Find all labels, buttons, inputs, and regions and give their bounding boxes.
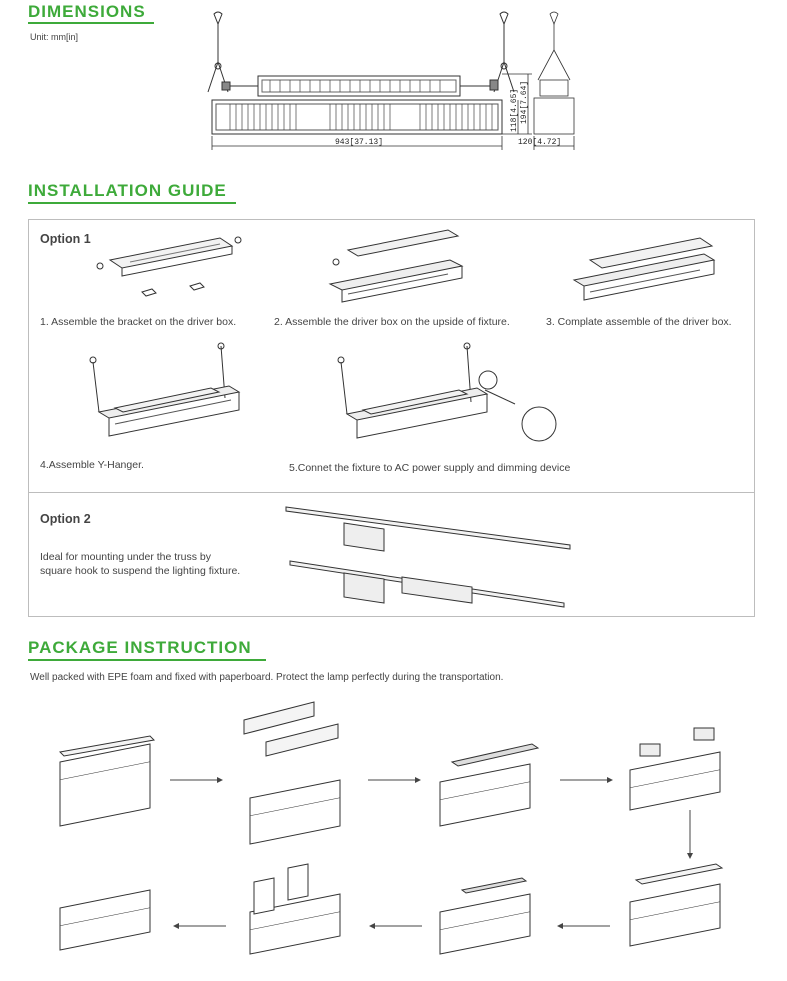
option2-panel <box>28 492 755 617</box>
dimension-drawing: 943[37.13] 118[4.65] 194[7.64] 120[4.72] <box>207 11 575 150</box>
dim-length: 943[37.13] <box>335 138 383 147</box>
option2-illustration <box>285 506 571 608</box>
package-title: PACKAGE INSTRUCTION <box>28 638 252 657</box>
step3-illustration <box>572 237 716 301</box>
dimensions-title: DIMENSIONS <box>28 2 146 21</box>
package-description: Well packed with EPE foam and fixed with… <box>30 672 504 683</box>
step1-caption: 1. Assemble the bracket on the driver bo… <box>40 316 237 328</box>
step5-illustration <box>337 342 557 442</box>
unit-label: Unit: mm[in] <box>30 32 79 42</box>
installation-underline <box>28 202 236 204</box>
step3-caption: 3. Complate assemble of the driver box. <box>546 316 732 328</box>
step5-caption: 5.Connet the fixture to AC power supply … <box>289 462 571 474</box>
step2-caption: 2. Assemble the driver box on the upside… <box>274 316 510 328</box>
dim-height-b: 194[7.64] <box>520 81 529 124</box>
dimensions-underline <box>28 22 154 24</box>
step2-illustration <box>328 229 464 303</box>
package-steps-illustration <box>58 701 724 955</box>
dim-height-a: 118[4.65] <box>510 89 519 132</box>
package-underline <box>28 659 266 661</box>
dim-width: 120[4.72] <box>518 138 561 147</box>
option1-label: Option 1 <box>40 232 91 246</box>
step4-caption: 4.Assemble Y-Hanger. <box>40 459 144 471</box>
step1-illustration <box>96 236 242 297</box>
installation-title: INSTALLATION GUIDE <box>28 181 227 200</box>
option2-description-line2: square hook to suspend the lighting fixt… <box>40 565 241 577</box>
step4-illustration <box>89 342 241 437</box>
option2-description-line1: Ideal for mounting under the truss by <box>40 551 212 563</box>
option2-label: Option 2 <box>40 512 91 526</box>
